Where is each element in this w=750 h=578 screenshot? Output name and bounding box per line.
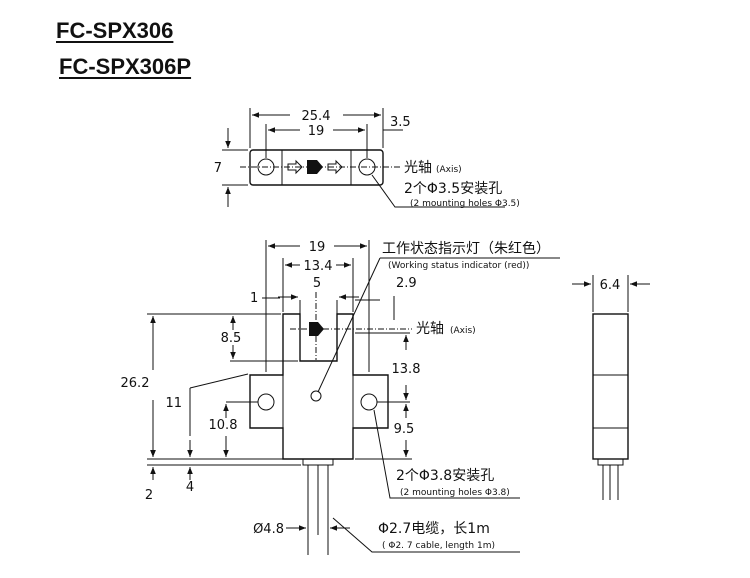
front-view: 19 13.4 5 1 2.9 26.2 8.5 [121, 240, 560, 555]
front-dim-19: 19 [309, 240, 326, 255]
front-mounting-hole-right [360, 393, 378, 411]
side-view-body-outline [592, 313, 629, 460]
top-axis-label-en: (Axis) [436, 165, 462, 175]
front-dim-13-8: 13.8 [392, 362, 421, 377]
front-dim-2: 2 [145, 488, 153, 503]
front-holes-label-cn: 2个Φ3.8安装孔 [396, 468, 494, 484]
status-indicator-led [310, 390, 322, 402]
axis-arrow-outline-left [287, 159, 303, 175]
top-view: 25.4 19 3.5 7 光轴 (Axis) 2个Φ3.5安装孔 (2 mou… [214, 108, 520, 209]
axis-arrow-outline-right [327, 159, 343, 175]
front-dim-11: 11 [165, 396, 182, 411]
front-dim-13-4: 13.4 [304, 259, 333, 274]
front-holes-label-en: (2 mounting holes Φ3.8) [400, 488, 510, 498]
front-view-body-outline [249, 313, 389, 460]
front-dim-26-2: 26.2 [121, 376, 150, 391]
cable-label-cn: Φ2.7电缆，长1m [378, 521, 490, 537]
front-mounting-hole-left [257, 393, 275, 411]
front-holes-leader [373, 409, 520, 499]
model-title-1: FC-SPX306 [56, 18, 174, 43]
top-holes-label-cn: 2个Φ3.5安装孔 [404, 181, 502, 197]
front-axis-label-en: (Axis) [450, 326, 476, 336]
top-holes-label-en: (2 mounting holes Φ3.5) [410, 199, 520, 209]
side-view: 6.4 [572, 275, 650, 500]
cable-leader [332, 517, 520, 553]
model-title-2: FC-SPX306P [59, 54, 192, 79]
front-dim-9-5: 9.5 [394, 422, 415, 437]
dim-overall-width: 25.4 [302, 109, 331, 124]
indicator-label-cn: 工作状态指示灯（朱红色） [382, 240, 550, 257]
front-dim-4-8: Ø4.8 [253, 522, 284, 537]
dim-hole-spacing: 19 [308, 124, 325, 139]
front-dim-5: 5 [313, 276, 321, 291]
top-holes-leader [371, 174, 505, 208]
front-dim-8-5: 8.5 [221, 331, 242, 346]
top-axis-label-cn: 光轴 [404, 160, 432, 176]
front-dim-4: 4 [186, 480, 194, 495]
indicator-label-en: (Working status indicator (red)) [388, 261, 529, 271]
cable-collar [302, 458, 334, 466]
dim-edge: 3.5 [390, 115, 411, 130]
front-dim-2-9: 2.9 [396, 276, 417, 291]
side-dim-6-4: 6.4 [600, 278, 621, 293]
dim-height: 7 [214, 161, 222, 176]
front-dim-10-8: 10.8 [209, 418, 238, 433]
indicator-leader [317, 257, 381, 393]
cable-label-en: ( Φ2. 7 cable, length 1m) [382, 541, 495, 551]
front-axis-label-cn: 光轴 [416, 321, 444, 337]
front-dim-1: 1 [250, 291, 258, 306]
